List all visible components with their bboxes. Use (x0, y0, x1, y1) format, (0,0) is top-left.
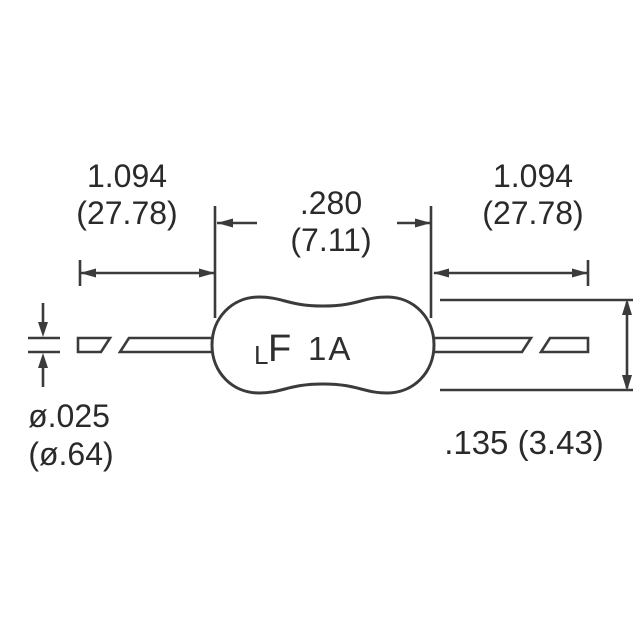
right-lead-length-inches: 1.094 (493, 158, 573, 194)
left-lead-outer-segment (76, 336, 113, 354)
left-lead-length-inches: 1.094 (87, 158, 167, 194)
fuse-body (210, 295, 436, 395)
lead-diameter-metric: (ø.64) (28, 436, 113, 472)
body-length-dim-arrow-right (415, 218, 431, 228)
left-lead-dim-arrow-right (199, 268, 215, 278)
fuse-marking-logo-l: L (254, 340, 268, 370)
right-lead-dim-arrow-left (433, 268, 449, 278)
lead-diameter-arrow-up (38, 353, 48, 368)
fuse-marking-rating: 1A (308, 330, 352, 367)
body-length-inches: .280 (300, 185, 362, 221)
body-length-dim-arrow-left (217, 218, 233, 228)
right-lead-outer-segment (538, 336, 590, 354)
lead-diameter-inches: ø.025 (28, 398, 110, 434)
left-lead-dim-arrow-left (80, 268, 96, 278)
body-length-metric: (7.11) (290, 222, 371, 258)
right-lead-inner-segment (428, 336, 534, 354)
fuse-marking-logo-f: F (268, 328, 291, 370)
left-lead-inner-segment (117, 336, 218, 354)
body-diameter-label: .135 (3.43) (444, 424, 604, 461)
body-diameter-arrow-up (622, 299, 632, 315)
body-diameter-arrow-down (622, 375, 632, 391)
lead-diameter-arrow-down (38, 322, 48, 337)
left-lead-length-metric: (27.78) (76, 195, 177, 231)
right-lead-dim-arrow-right (572, 268, 588, 278)
right-lead-length-metric: (27.78) (482, 195, 583, 231)
